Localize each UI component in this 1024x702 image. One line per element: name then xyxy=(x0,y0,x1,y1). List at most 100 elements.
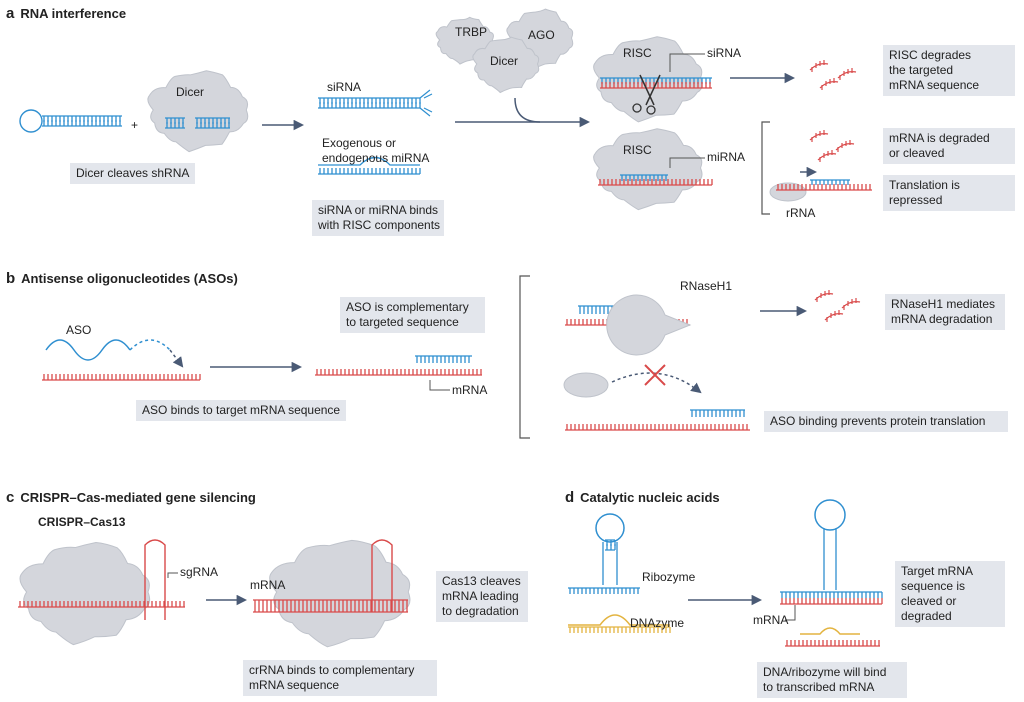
crrna-strand-c2-path xyxy=(253,606,408,613)
fragment-b3 xyxy=(824,310,844,322)
fragment-3 xyxy=(819,78,839,90)
shrna-stem-top xyxy=(42,115,122,122)
target-mrna-d2 xyxy=(785,640,880,647)
mrna-strand-b2-path xyxy=(315,369,482,376)
rnaseh1-label: RNaseH1 xyxy=(680,279,733,293)
translation-mirna xyxy=(810,179,850,185)
dnazyme-bound xyxy=(800,627,860,635)
ribozyme-stem-bottom-path xyxy=(605,544,616,551)
sgrna-hairpin xyxy=(144,539,166,620)
risc-bottom-blob xyxy=(593,128,703,211)
sirna-duplex-top xyxy=(318,97,421,104)
mrna-strand-b4-path xyxy=(565,424,750,431)
aso-bound-b4-path xyxy=(690,409,745,417)
ribozyme-stem-top xyxy=(605,539,616,546)
ribosome-icon xyxy=(769,182,807,202)
dicer-fragment-2-bottom xyxy=(195,122,230,129)
shrna-stem-top-path xyxy=(42,115,122,122)
risc-mirna-label: miRNA xyxy=(707,150,745,164)
fragment-4 xyxy=(809,130,829,142)
cas13-blob-2 xyxy=(269,539,411,648)
dicer-cluster-label: Dicer xyxy=(490,54,519,68)
mrna-strand-c2-path xyxy=(253,599,408,606)
rrna-label: rRNA xyxy=(786,206,816,220)
mrna-leader-d xyxy=(785,605,796,621)
prevents-translation-caption: ASO binding prevents protein translation xyxy=(764,411,1008,432)
aso-bound-path xyxy=(415,355,472,363)
sirna-overhang xyxy=(419,89,433,117)
dicer-fragment-1-top-path xyxy=(165,117,185,124)
risc-top-duplex-top-path xyxy=(600,77,712,84)
risc-top-duplex-top xyxy=(600,77,712,84)
dicer-fragment-1-bottom-path xyxy=(165,122,185,129)
dicer-cleaves-caption: Dicer cleaves shRNA xyxy=(70,163,196,184)
mirna-bulge xyxy=(318,156,420,166)
sgrna-label: sgRNA xyxy=(180,565,219,579)
sirna-label: siRNA xyxy=(327,80,362,94)
dicer-fragment-2-bottom-path xyxy=(195,122,230,129)
aso-bound xyxy=(415,355,472,363)
fragment-5 xyxy=(835,140,855,152)
crrna-hairpin xyxy=(371,539,393,612)
shrna-stem-bottom-path xyxy=(42,120,122,127)
shrna-loop xyxy=(19,109,43,133)
bracket-b xyxy=(519,275,530,439)
risc-bottom-label: RISC xyxy=(623,143,652,157)
crrna-strand-c2 xyxy=(253,606,408,613)
mrna-leader-b xyxy=(429,380,450,391)
scissors-icon xyxy=(639,74,661,106)
ago-label: AGO xyxy=(528,28,555,42)
crispr-cas13-subtitle: CRISPR–Cas13 xyxy=(38,515,126,529)
fragment-6 xyxy=(817,150,837,162)
sgrna-leader xyxy=(167,572,178,578)
mrna-label-c: mRNA xyxy=(250,578,286,592)
target-mrna-d1 xyxy=(780,598,883,605)
risc-bottom-mrna xyxy=(598,179,713,186)
fragment-b2 xyxy=(841,298,861,310)
sirna-leader xyxy=(669,53,705,72)
target-strand-c1-path xyxy=(18,601,185,608)
mrna-strand-b2 xyxy=(315,369,482,376)
ribozyme-arms xyxy=(568,587,640,594)
mrna-strand-c2 xyxy=(253,599,408,606)
risc-top-label: RISC xyxy=(623,46,652,60)
risc-sirna-label: siRNA xyxy=(707,46,742,60)
mrna-strand-b1 xyxy=(42,374,201,381)
mrna-label-b: mRNA xyxy=(452,383,488,397)
bracket-a xyxy=(761,121,770,215)
sirna-duplex-bottom xyxy=(318,102,421,109)
plus-sign: + xyxy=(131,118,139,132)
aso-dashed-arrow xyxy=(169,349,184,368)
aso-binds-caption: ASO binds to target mRNA sequence xyxy=(136,400,347,421)
mrna-strand-b1-path xyxy=(42,374,201,381)
fragment-b1 xyxy=(814,290,834,302)
dicer-fragment-2-top xyxy=(195,117,230,124)
ribozyme-label: Ribozyme xyxy=(642,570,696,584)
rnaseh1-icon xyxy=(606,294,692,356)
dicer-fragment-1-bottom xyxy=(165,122,185,129)
cross-icon xyxy=(644,364,666,386)
translation-mrna xyxy=(776,184,872,191)
target-mrna-d1-path xyxy=(780,598,883,605)
trbp-label: TRBP xyxy=(455,25,488,39)
mirna-leader xyxy=(669,157,705,168)
mirna-strand-bottom-path xyxy=(318,168,421,175)
sirna-duplex-top-path xyxy=(318,97,421,104)
dicer-blob xyxy=(147,70,249,153)
cas13-blob-1 xyxy=(19,541,151,646)
mrna-label-d: mRNA xyxy=(753,613,789,627)
ribozyme-loop xyxy=(595,513,625,543)
arrow-curve xyxy=(514,97,541,123)
ribozyme-stem-sides xyxy=(602,542,618,585)
dicer-fragment-2-top-path xyxy=(195,117,230,124)
risc-bottom-mirna xyxy=(620,174,668,181)
dnazyme-ticks xyxy=(568,626,671,633)
